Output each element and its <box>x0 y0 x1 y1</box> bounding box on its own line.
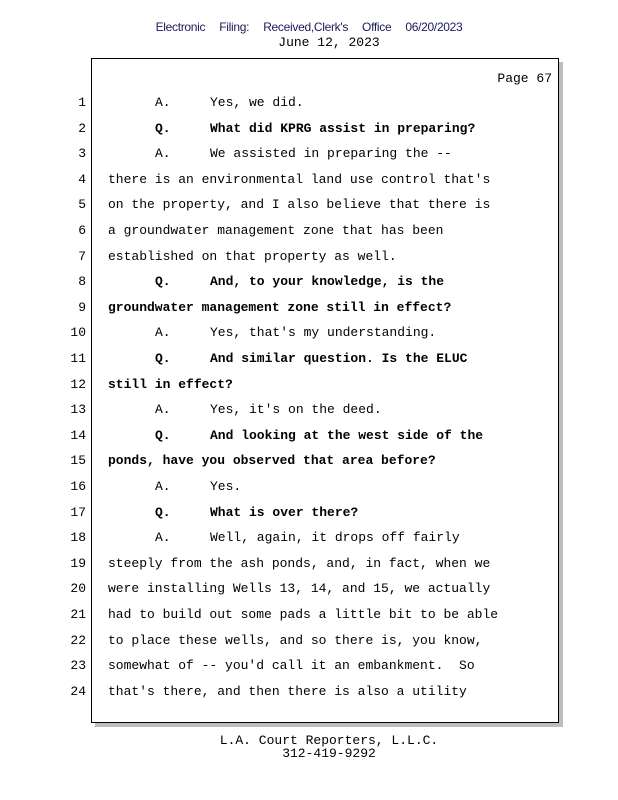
reporter-phone: 312-419-9292 <box>282 746 376 761</box>
answer-label: A. <box>155 146 171 162</box>
line-text: that's there, and then there is also a u… <box>108 683 467 699</box>
line-text: established on that property as well. <box>108 248 397 264</box>
answer-label: A. <box>155 95 171 110</box>
reporter-company: L.A. Court Reporters, L.L.C. <box>219 733 439 748</box>
line-number: 11 <box>70 351 86 366</box>
line-text: somewhat of -- you'd call it an embankme… <box>108 658 475 674</box>
line-number: 9 <box>78 299 86 315</box>
line-number: 15 <box>70 453 86 469</box>
line-number: 10 <box>70 325 86 341</box>
line-text: Yes, we did. <box>210 95 304 110</box>
line-number: 24 <box>70 683 86 699</box>
filing-word: Received,Clerk's <box>263 20 349 34</box>
answer-label: A. <box>155 325 171 341</box>
line-text: And looking at the west side of the <box>210 427 484 443</box>
line-text: And similar question. Is the ELUC <box>210 351 468 366</box>
line-text: Yes, that's my understanding. <box>210 325 437 341</box>
line-text: had to build out some pads a little bit … <box>108 607 499 622</box>
transcript-page-frame <box>91 58 559 723</box>
line-number: 21 <box>70 607 86 622</box>
question-label: Q. <box>155 504 171 520</box>
line-text: Yes, it's on the deed. <box>210 402 382 418</box>
question-label: Q. <box>155 427 171 443</box>
line-text: still in effect? <box>108 376 233 392</box>
line-number: 4 <box>78 171 86 187</box>
line-number: 19 <box>70 555 86 571</box>
line-text: Yes. <box>210 479 242 494</box>
line-text: a groundwater management zone that has b… <box>108 223 444 238</box>
line-number: 23 <box>70 658 86 674</box>
line-number: 20 <box>70 581 86 597</box>
line-text: were installing Wells 13, 14, and 15, we… <box>108 581 491 597</box>
line-text: We assisted in preparing the -- <box>210 146 452 162</box>
page-number: Page 67 <box>497 71 552 86</box>
question-label: Q. <box>155 120 171 136</box>
answer-label: A. <box>155 402 171 418</box>
line-text: groundwater management zone still in eff… <box>108 299 452 315</box>
line-number: 2 <box>78 120 86 136</box>
filing-date: 06/20/2023 <box>405 20 463 34</box>
line-number: 17 <box>70 504 86 520</box>
line-text: on the property, and I also believe that… <box>108 197 491 213</box>
line-text: What is over there? <box>210 504 359 520</box>
filing-word: Office <box>362 20 392 34</box>
filing-word: Filing: <box>219 20 250 34</box>
line-number: 3 <box>78 146 86 162</box>
line-text: Well, again, it drops off fairly <box>210 530 460 546</box>
question-label: Q. <box>155 351 171 366</box>
line-number: 1 <box>78 95 86 110</box>
line-text: steeply from the ash ponds, and, in fact… <box>108 555 491 571</box>
line-number: 16 <box>70 479 86 494</box>
line-number: 13 <box>70 402 86 418</box>
line-text: ponds, have you observed that area befor… <box>108 453 436 469</box>
line-number: 8 <box>78 274 86 290</box>
electronic-filing-stamp: Electronic Filing: Received,Clerk's Office 0… <box>0 20 618 34</box>
line-text: to place these wells, and so there is, y… <box>108 632 483 648</box>
answer-label: A. <box>155 479 171 494</box>
line-number: 7 <box>78 248 86 264</box>
line-number: 6 <box>78 223 86 238</box>
line-number: 12 <box>70 376 86 392</box>
filing-word: Electronic <box>155 20 206 34</box>
answer-label: A. <box>155 530 171 546</box>
line-number: 5 <box>78 197 86 213</box>
line-number: 22 <box>70 632 86 648</box>
question-label: Q. <box>155 274 171 290</box>
transcript-date: June 12, 2023 <box>278 35 380 50</box>
line-text: What did KPRG assist in preparing? <box>210 120 476 136</box>
line-number: 18 <box>70 530 86 546</box>
line-text: And, to your knowledge, is the <box>210 274 445 290</box>
line-number: 14 <box>70 427 86 443</box>
line-text: there is an environmental land use contr… <box>108 171 491 187</box>
